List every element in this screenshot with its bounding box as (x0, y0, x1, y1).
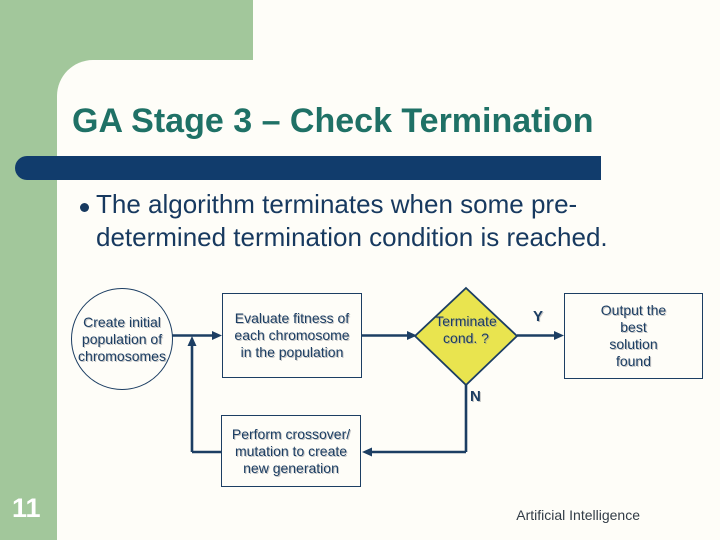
flow-node-terminate-decision: Terminate cond. ? (416, 313, 516, 347)
flow-node-text-line: population of (81, 330, 163, 347)
flow-node-text-line: solution (609, 336, 658, 352)
flow-node-perform-crossover: Perform crossover/ mutation to create ne… (221, 415, 361, 487)
flow-node-text-line: found (615, 353, 652, 369)
flow-node-text-line: mutation to create (234, 442, 348, 459)
slide-title: GA Stage 3 – Check Termination (72, 102, 594, 140)
flow-node-text-line: Create initial (83, 313, 161, 330)
branch-label-yes: Y (533, 308, 544, 325)
flow-node-text-line: cond. ? (443, 330, 489, 346)
flow-node-output-solution: Output the best solution found (564, 293, 703, 379)
branch-label-no: N (470, 388, 481, 405)
flow-node-create-population: Create initial population of chromosomes (71, 288, 173, 390)
arrow-evaluate-to-decision (362, 331, 417, 340)
footer-text: Artificial Intelligence (516, 507, 640, 523)
arrow-feedback-up (187, 336, 221, 454)
flow-node-text-line: in the population (240, 344, 344, 360)
flow-node-text-line: Terminate (435, 313, 497, 329)
arrow-create-to-evaluate (172, 331, 222, 340)
flow-node-text-line: each chromosome (234, 327, 350, 343)
title-underline-bar (15, 156, 601, 180)
flow-node-text-line: chromosomes (78, 347, 166, 364)
flow-node-text-line: Output the (600, 302, 667, 318)
flow-node-text-line: best (620, 319, 647, 335)
flow-node-text-line: Perform crossover/ (231, 425, 351, 442)
arrow-decision-to-perform (362, 385, 468, 457)
page-number: 11 (12, 493, 41, 523)
arrow-decision-to-output (517, 331, 564, 340)
flow-node-evaluate-fitness: Evaluate fitness of each chromosome in t… (222, 293, 362, 378)
flow-node-text-line: new generation (243, 459, 339, 476)
bullet-text: The algorithm terminates when some pre-d… (96, 189, 608, 252)
bullet-dot (80, 203, 89, 212)
flow-node-text-line: Evaluate fitness of (234, 310, 350, 326)
